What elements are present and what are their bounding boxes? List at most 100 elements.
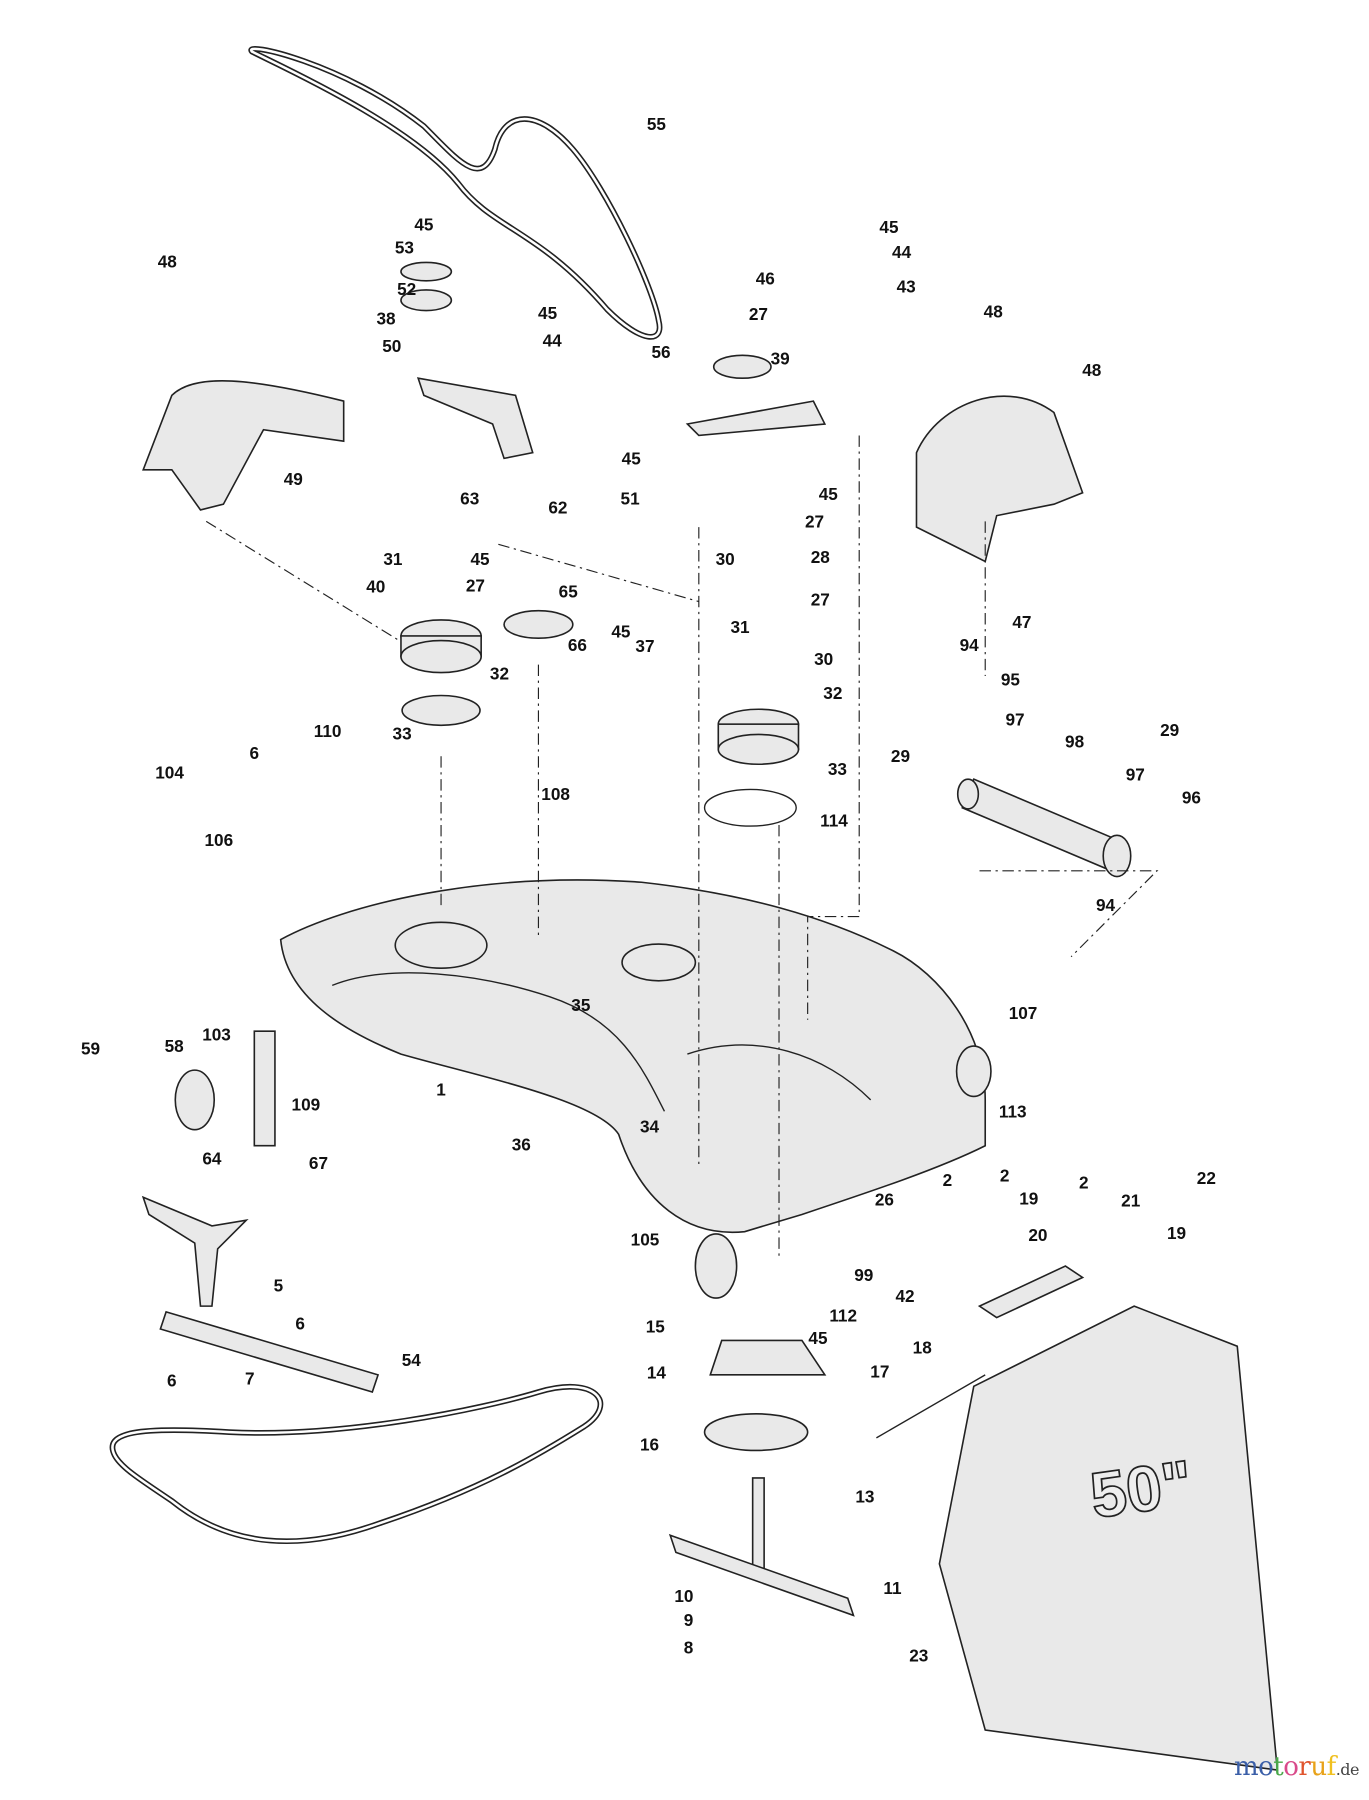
- spindle-housing: [709, 1339, 827, 1376]
- part-label-39: 39: [771, 349, 790, 369]
- part-label-21: 21: [1121, 1191, 1141, 1211]
- part-label-45: 45: [819, 484, 839, 504]
- part-label-14: 14: [647, 1363, 667, 1383]
- part-label-16: 16: [640, 1435, 659, 1455]
- part-label-45: 45: [879, 217, 899, 237]
- part-label-53: 53: [395, 238, 414, 258]
- part-label-56: 56: [651, 342, 670, 362]
- part-label-47: 47: [1012, 612, 1031, 632]
- idler-arm-right: [685, 400, 827, 437]
- part-label-29: 29: [891, 746, 910, 766]
- part-label-58: 58: [165, 1036, 185, 1056]
- part-label-2: 2: [1079, 1172, 1089, 1192]
- part-label-18: 18: [913, 1337, 933, 1357]
- part-label-109: 109: [292, 1094, 321, 1114]
- part-label-35: 35: [571, 995, 591, 1015]
- part-label-44: 44: [892, 242, 912, 262]
- part-label-11: 11: [883, 1578, 902, 1598]
- part-label-48: 48: [158, 251, 178, 271]
- part-label-6: 6: [250, 743, 260, 763]
- upper-belt: [248, 46, 663, 340]
- bracket-5: [141, 1195, 249, 1307]
- part-label-54: 54: [402, 1350, 422, 1370]
- part-label-43: 43: [897, 277, 916, 297]
- part-label-55: 55: [647, 114, 667, 134]
- spindle-left: [394, 921, 488, 969]
- part-label-30: 30: [814, 649, 833, 669]
- spindle-right: [621, 943, 697, 982]
- spring-bracket: [977, 1265, 1085, 1319]
- part-label-27: 27: [466, 576, 485, 596]
- part-label-6: 6: [167, 1371, 177, 1391]
- gauge-wheel-right: [955, 1045, 992, 1098]
- part-label-45: 45: [808, 1328, 828, 1348]
- part-label-48: 48: [984, 302, 1004, 322]
- part-label-45: 45: [611, 621, 631, 641]
- part-label-45: 45: [538, 303, 558, 323]
- part-label-33: 33: [828, 759, 847, 779]
- part-label-104: 104: [155, 762, 184, 782]
- anti-scalp-roller: [956, 778, 1132, 878]
- part-label-113: 113: [999, 1101, 1027, 1121]
- watermark-brand: motoruf: [1233, 1752, 1336, 1782]
- part-label-1: 1: [436, 1080, 446, 1100]
- part-label-51: 51: [621, 488, 641, 508]
- part-label-7: 7: [245, 1368, 255, 1388]
- part-label-45: 45: [622, 448, 642, 468]
- part-label-103: 103: [202, 1025, 231, 1045]
- gauge-wheel-left: [174, 1069, 216, 1131]
- lower-belt: [109, 1384, 604, 1545]
- left-belt-cover: [142, 379, 345, 511]
- part-label-33: 33: [393, 723, 412, 743]
- part-label-28: 28: [811, 547, 831, 567]
- part-label-66: 66: [568, 635, 587, 655]
- part-label-38: 38: [377, 309, 397, 329]
- part-label-98: 98: [1065, 731, 1085, 751]
- part-label-32: 32: [490, 664, 509, 684]
- part-label-97: 97: [1126, 765, 1145, 785]
- part-label-95: 95: [1001, 669, 1021, 689]
- part-label-65: 65: [559, 581, 579, 601]
- part-label-5: 5: [274, 1275, 284, 1295]
- part-label-36: 36: [512, 1135, 531, 1155]
- part-label-63: 63: [460, 488, 479, 508]
- part-label-27: 27: [749, 304, 768, 324]
- part-label-32: 32: [823, 683, 842, 703]
- part-label-52: 52: [397, 279, 416, 299]
- part-label-105: 105: [631, 1230, 660, 1250]
- part-label-10: 10: [674, 1586, 693, 1606]
- part-label-37: 37: [635, 636, 654, 656]
- part-label-94: 94: [960, 635, 980, 655]
- part-label-106: 106: [204, 830, 233, 850]
- part-label-112: 112: [829, 1305, 857, 1325]
- part-label-45: 45: [470, 549, 490, 569]
- part-label-20: 20: [1028, 1225, 1047, 1245]
- part-label-6: 6: [295, 1313, 305, 1333]
- part-label-31: 31: [731, 617, 751, 637]
- chute-rod: [876, 1374, 986, 1439]
- part-label-15: 15: [646, 1317, 666, 1337]
- part-label-27: 27: [805, 511, 824, 531]
- part-label-107: 107: [1009, 1003, 1038, 1023]
- watermark-tld: .de: [1335, 1760, 1360, 1779]
- gauge-wheel-rear: [694, 1233, 738, 1299]
- part-label-19: 19: [1167, 1223, 1186, 1243]
- part-label-40: 40: [366, 577, 385, 597]
- part-label-108: 108: [541, 784, 570, 804]
- pulleys: [400, 261, 800, 827]
- right-belt-cover: [915, 395, 1084, 563]
- part-label-46: 46: [756, 269, 775, 289]
- part-label-45: 45: [414, 215, 434, 235]
- spindle-shield: [703, 1413, 809, 1452]
- part-label-97: 97: [1005, 710, 1024, 730]
- part-label-26: 26: [875, 1190, 894, 1210]
- part-label-49: 49: [284, 469, 303, 489]
- part-label-2: 2: [1000, 1166, 1010, 1186]
- part-label-44: 44: [543, 330, 563, 350]
- spindle-shaft: [751, 1477, 765, 1571]
- part-label-31: 31: [383, 549, 403, 569]
- part-label-19: 19: [1019, 1188, 1038, 1208]
